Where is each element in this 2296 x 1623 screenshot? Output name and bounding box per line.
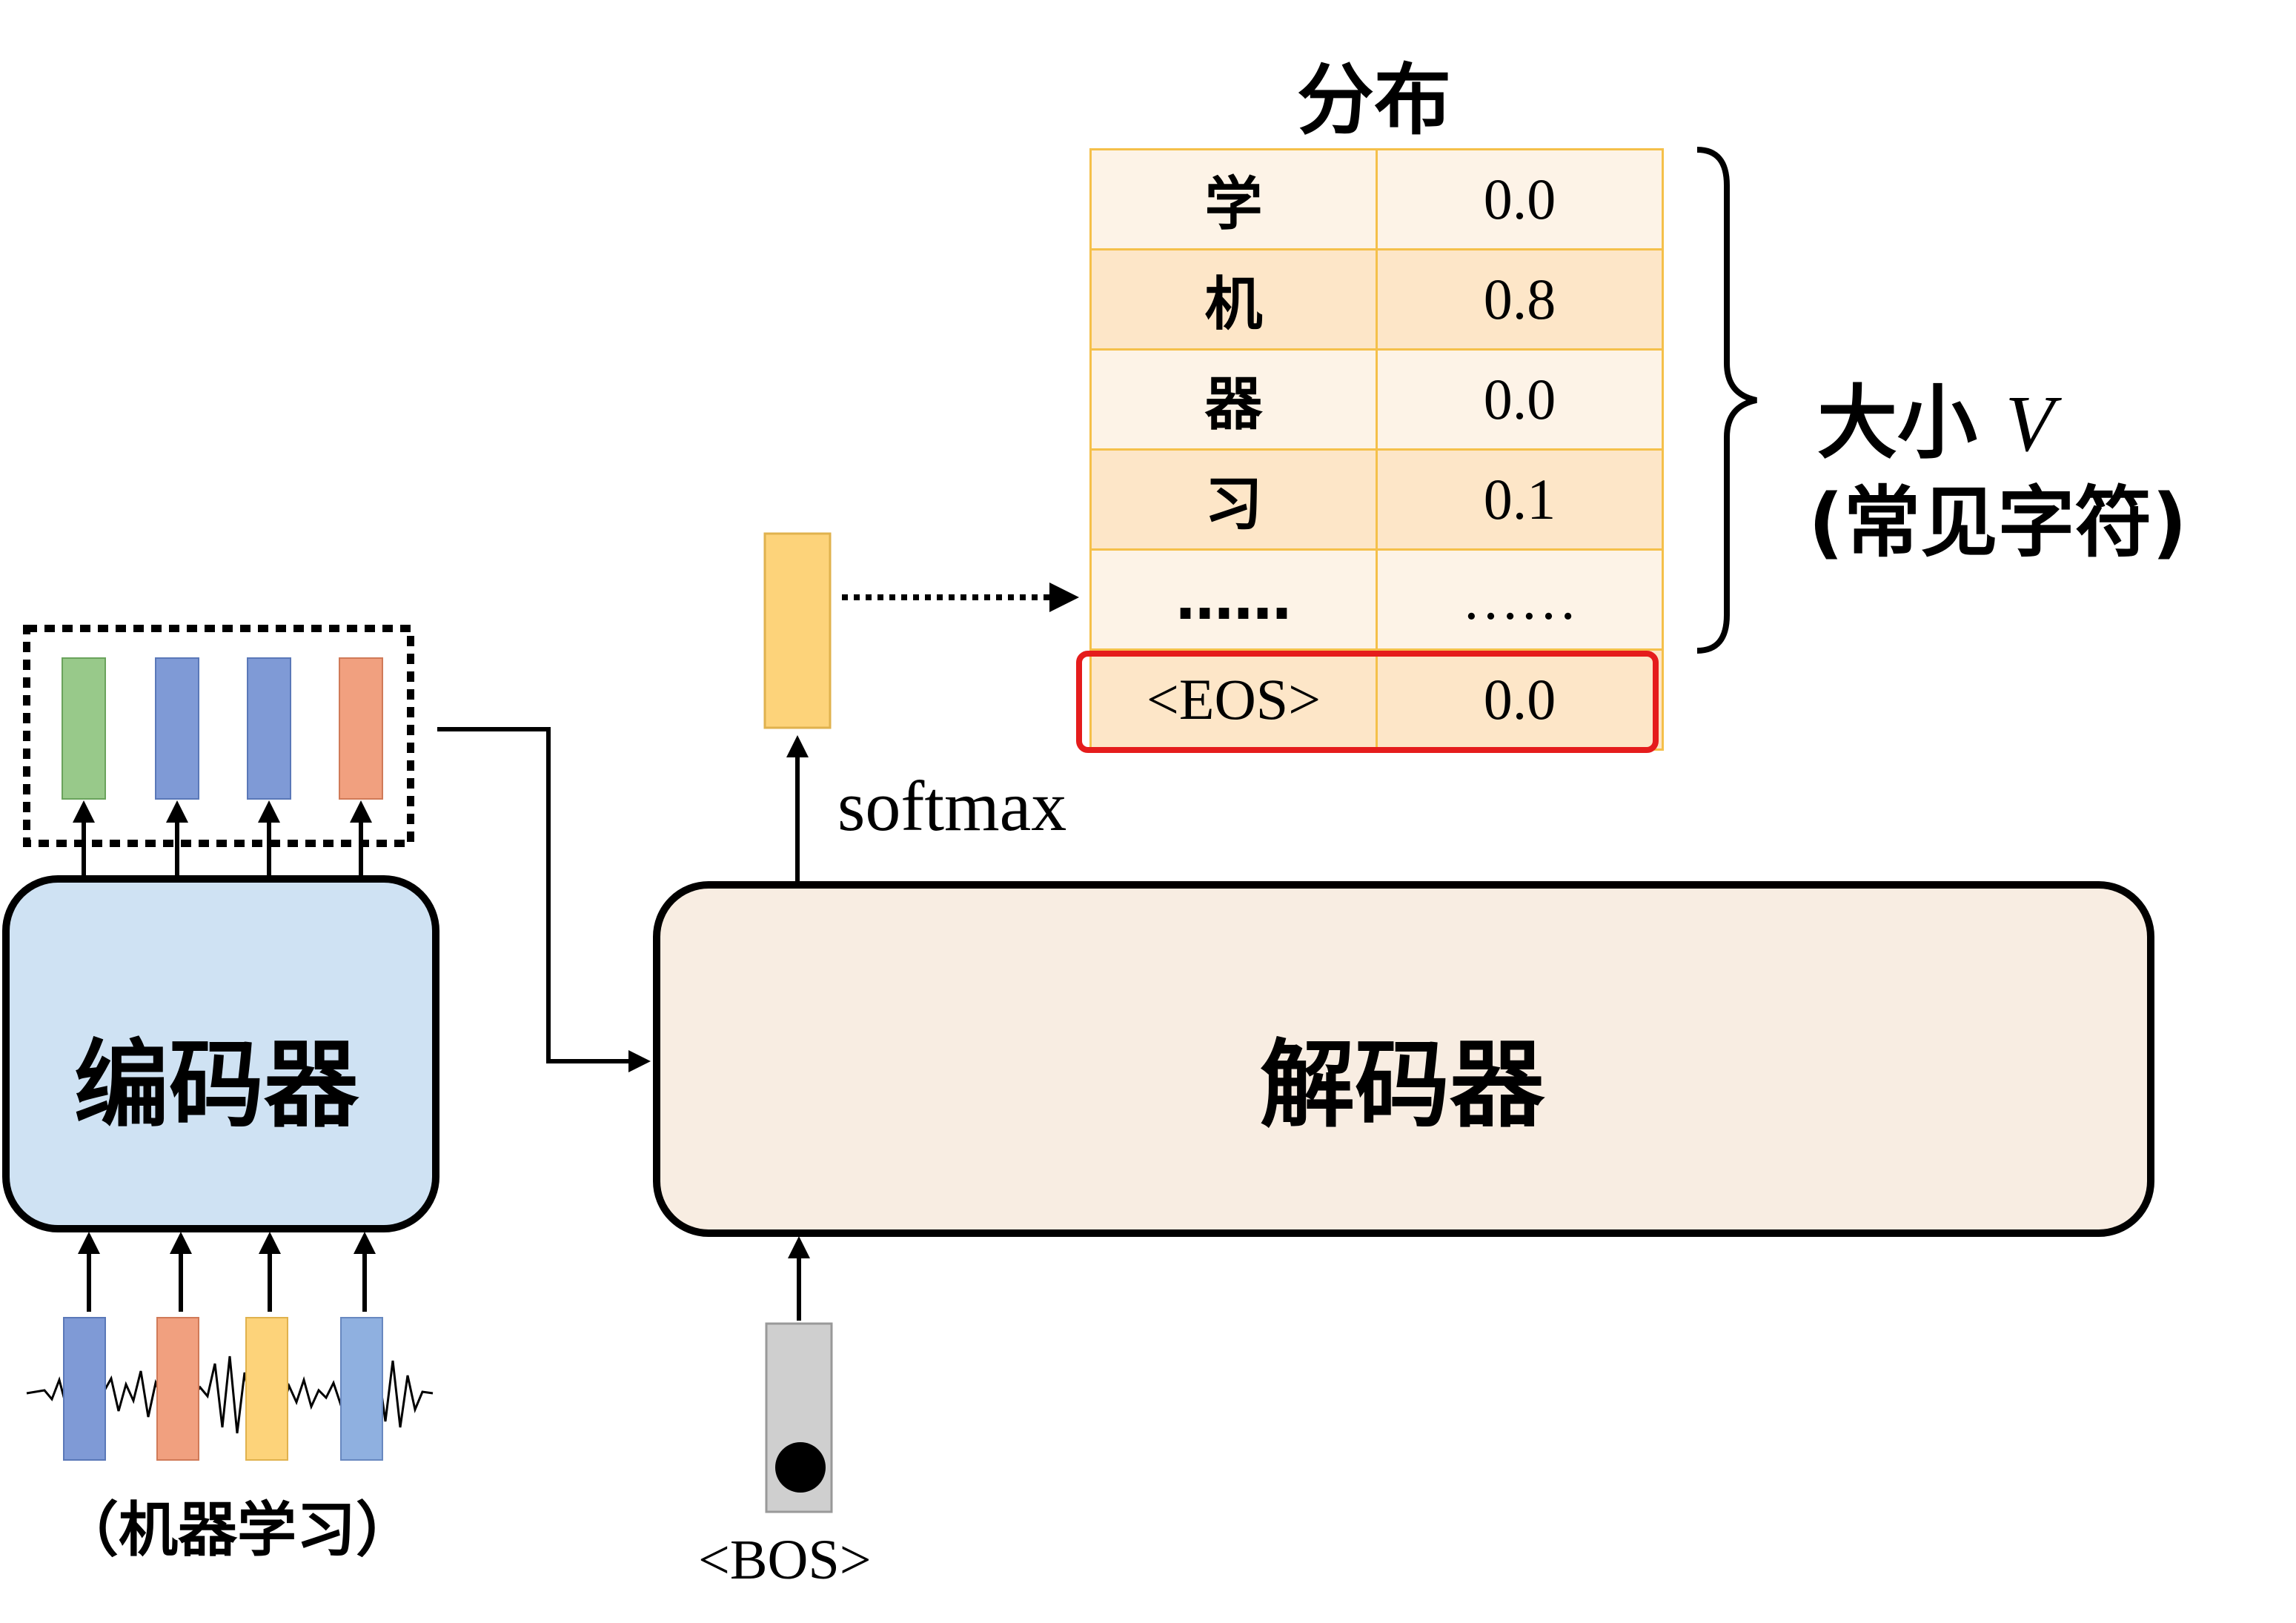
vocab-brace: [1696, 147, 1757, 654]
token-cell: 器: [1089, 348, 1378, 451]
probability-cell: 0.1: [1376, 448, 1664, 551]
softmax-label: softmax: [837, 766, 1067, 846]
encoder-label: 编码器: [74, 1030, 359, 1141]
eos-highlight-box: [1076, 651, 1659, 753]
probability-cell: 0.0: [1376, 148, 1664, 250]
distribution-row: <EOS>0.0: [1089, 648, 1664, 751]
distribution-title: 分布: [1297, 55, 1452, 145]
vocab-size-label: 大小 V: [1817, 359, 2054, 474]
vocab-note: (常见字符): [1808, 477, 2188, 568]
bos-label: <BOS>: [698, 1529, 872, 1591]
probability-cell: ……: [1376, 548, 1664, 651]
probability-cell: 0.8: [1376, 248, 1664, 351]
encoder-decoder-arrow: [437, 727, 651, 1072]
token-cell: 习: [1089, 448, 1378, 551]
bos-dot: [775, 1442, 826, 1493]
output-vector: [763, 532, 832, 729]
encoder-to-output-arrows: [73, 800, 372, 880]
encoder-box: [2, 875, 439, 1232]
input-vectors: [63, 1317, 383, 1461]
input-vector: [63, 1317, 106, 1461]
input-vector: [156, 1317, 199, 1461]
encoder-output-vector: [247, 657, 291, 800]
token-cell: 学: [1089, 148, 1378, 250]
encoder-output-vector: [62, 657, 106, 800]
encoder-output-vector: [339, 657, 383, 800]
encoder-output-frame: [23, 625, 414, 847]
encoder-output-vector: [155, 657, 199, 800]
probability-cell: 0.0: [1376, 348, 1664, 451]
vocab-size-text: 大小: [1817, 377, 1978, 470]
input-vector: [245, 1317, 288, 1461]
token-cell: ……: [1089, 548, 1378, 651]
distribution-row: …………: [1089, 548, 1664, 651]
decoder-label: 解码器: [1260, 1030, 1545, 1141]
input-arrows: [78, 1232, 376, 1312]
encoder-output-vectors: [62, 657, 383, 800]
input-label: （机器学习）: [59, 1496, 415, 1564]
token-cell: 机: [1089, 248, 1378, 351]
token-cell: <EOS>: [1089, 648, 1378, 751]
vocab-size-var: V: [2005, 380, 2054, 468]
input-vector: [340, 1317, 383, 1461]
decoder-box: [653, 881, 2154, 1237]
